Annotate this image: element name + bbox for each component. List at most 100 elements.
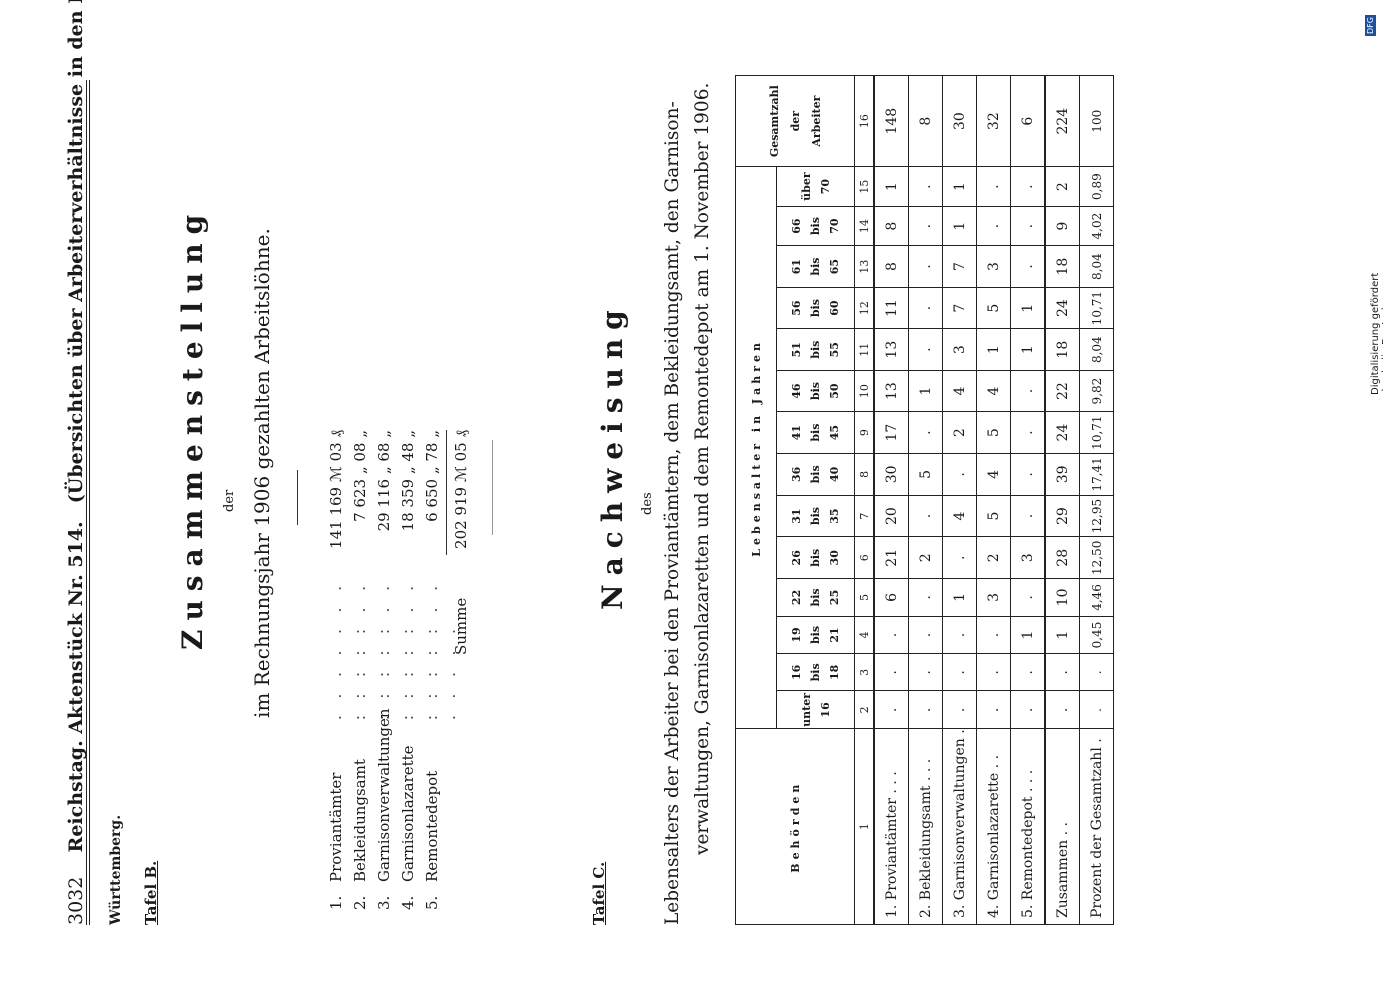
column-number: 3	[854, 653, 874, 691]
col-lebensalter: Lebensalter in Jahren	[735, 166, 777, 729]
column-number: 7	[854, 495, 874, 537]
table-cell: 8	[908, 75, 943, 167]
table-cell: 4	[976, 453, 1011, 496]
table-cell: 13	[874, 370, 909, 412]
table-cell: .	[942, 536, 977, 579]
table-cell: 20	[874, 495, 909, 537]
tafel-b-label: Tafel B.	[142, 860, 160, 925]
tafel-b-row: 3. Garnisonverwaltungen . . . . . . . . …	[375, 430, 411, 910]
column-number: 13	[854, 245, 874, 288]
tafel-b-der: der	[222, 489, 237, 512]
table-cell: 13	[874, 328, 909, 371]
table-cell: 8	[874, 206, 909, 246]
sum-amount: 202 919 ℳ 05 ₰	[452, 430, 470, 549]
row-name: Remontedepot	[423, 770, 441, 882]
table-cell: 0,45	[1079, 616, 1114, 654]
table-cell: 1	[942, 578, 977, 617]
tafel-b-row: 2. Bekleidungsamt . . . . . . . . . . . …	[351, 430, 387, 910]
table-cell: 39	[1045, 453, 1080, 496]
table-cell: 3	[976, 245, 1011, 288]
table-cell: 9,82	[1079, 370, 1114, 412]
tafel-b-row: 1. Proviantämter . . . . . . . . . . . .…	[327, 430, 363, 910]
table-cell: 10,71	[1079, 411, 1114, 454]
table-cell: .	[942, 690, 977, 729]
row-label: Zusammen . .	[1045, 728, 1080, 925]
row-name: Proviantämter	[327, 772, 345, 882]
table-cell: 12,50	[1079, 536, 1114, 579]
row-label: 5. Remontedepot . . .	[1010, 728, 1045, 925]
row-amount: 6 650 „ 78 „	[423, 430, 441, 522]
table-cell: 1	[1010, 616, 1045, 654]
tafel-c-table: Behörden Lebensalter in Jahren Gesamtzah…	[735, 75, 1114, 925]
table-cell: .	[874, 616, 909, 654]
tafel-c-caption-line2: verwaltungen, Garnisonlazaretten und dem…	[692, 82, 713, 855]
table-cell: .	[908, 166, 943, 207]
table-cell: 32	[976, 75, 1011, 167]
table-cell: .	[908, 616, 943, 654]
table-cell: 8	[874, 245, 909, 288]
column-number: 4	[854, 616, 874, 654]
header-rule	[86, 80, 87, 925]
column-number: 9	[854, 411, 874, 454]
table-cell: .	[976, 166, 1011, 207]
table-cell: 2	[976, 536, 1011, 579]
table-cell: 2	[942, 411, 977, 454]
table-cell: 224	[1045, 75, 1080, 167]
table-cell: 6	[1010, 75, 1045, 167]
table-cell: .	[908, 206, 943, 246]
tafel-b-heading: Zusammenstellung	[176, 205, 209, 650]
table-cell: 4	[976, 370, 1011, 412]
table-cell: .	[874, 690, 909, 729]
table-cell: .	[908, 653, 943, 691]
row-name: Garnisonverwaltungen	[375, 708, 393, 882]
table-cell: 1	[942, 206, 977, 246]
table-cell: 4,02	[1079, 206, 1114, 246]
table-cell: 30	[942, 75, 977, 167]
table-cell: .	[908, 690, 943, 729]
table-cell: 18	[1045, 245, 1080, 288]
table-cell: 1	[1045, 616, 1080, 654]
table-cell: 8,04	[1079, 328, 1114, 371]
table-cell: 10,71	[1079, 287, 1114, 329]
table-cell: 3	[976, 578, 1011, 617]
table-cell: 21	[874, 536, 909, 579]
col-gesamtzahl: Gesamtzahl der Arbeiter	[735, 75, 855, 167]
row-number: 3.	[375, 895, 393, 910]
table-cell: 24	[1045, 287, 1080, 329]
table-cell: .	[942, 616, 977, 654]
table-cell: .	[1045, 690, 1080, 729]
table-cell: 24	[1045, 411, 1080, 454]
table-cell: 17,41	[1079, 453, 1114, 496]
table-cell: .	[1079, 653, 1114, 691]
table-cell: 5	[976, 287, 1011, 329]
state-label: Württemberg.	[108, 814, 124, 925]
row-number: 2.	[351, 895, 369, 910]
tafel-b-row: 4. Garnisonlazarette . . . . . . . . . .…	[399, 430, 435, 910]
row-label: 4. Garnisonlazarette . .	[976, 728, 1011, 925]
column-number: 12	[854, 287, 874, 329]
header-row-1: Behörden Lebensalter in Jahren Gesamtzah…	[735, 75, 855, 925]
table-cell: 1	[874, 166, 909, 207]
header-rule-2	[89, 80, 90, 925]
page-number: 3032	[65, 876, 87, 925]
table-cell: 10	[1045, 578, 1080, 617]
table-cell: 11	[874, 287, 909, 329]
table-row: 2. Bekleidungsamt . . .....2.5.1.....8	[908, 75, 943, 925]
table-cell: 9	[1045, 206, 1080, 246]
table-cell: 0,89	[1079, 166, 1114, 207]
tafel-c-des: des	[640, 492, 655, 515]
tafel-b-caption: im Rechnungsjahr 1906 gezahlten Arbeitsl…	[250, 228, 274, 718]
column-number: 14	[854, 206, 874, 246]
